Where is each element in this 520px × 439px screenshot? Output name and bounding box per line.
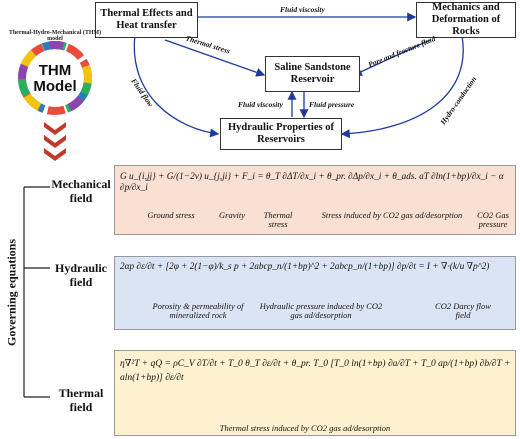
governing-equations-label: Governing equations	[4, 239, 19, 347]
hydraulic-equation: 2αp ∂ε/∂t + [2φ + 2(1−φ)/k_s p + 2abcp_n…	[120, 262, 490, 272]
thm-title-line1: THM	[38, 62, 72, 79]
mech-caption-thermal: Thermal stress	[263, 210, 293, 230]
label-fluid-viscosity: Fluid viscosity	[238, 100, 283, 109]
thermal-effects-box: Thermal Effects and Heat transfer	[95, 2, 198, 38]
mech-caption-gravity: Gravity	[219, 210, 245, 220]
mechanical-panel	[114, 165, 516, 235]
hyd-caption-pressure: Hydraulic pressure induced by CO2 gas ad…	[259, 301, 383, 321]
thermal-equation: η∇²T + qQ = ρC_V ∂T/∂t + T_0 θ_T ∂ε/∂t +…	[120, 359, 511, 384]
mechanical-equation: G u_{i,jj} + G/(1−2v) u_{j,ji} + F_i = θ…	[120, 172, 504, 194]
hydraulic-field-label: Hydraulic field	[54, 261, 107, 289]
mech-caption-ad-desorption: Stress induced by CO2 gas ad/desorption	[321, 210, 463, 220]
hyd-caption-darcy: CO2 Darcy flow field	[435, 301, 491, 321]
hydraulic-properties-box: Hydraulic Properties of Reservoirs	[220, 118, 342, 150]
arrow-thermal-stress	[164, 39, 266, 77]
mechanical-field-label: Mechanical field	[51, 177, 111, 205]
hyd-caption-porosity: Porosity & permeability of mineralized r…	[152, 301, 244, 321]
mech-caption-co2: CO2 Gas pressure	[477, 210, 509, 230]
arrows	[133, 12, 464, 139]
therm-caption: Thermal stress induced by CO2 gas ad/des…	[219, 423, 391, 433]
reservoir-box: Saline Sandstone Reservoir	[265, 56, 360, 92]
label-fluid-viscosity-top: Fluid viscosity	[280, 5, 325, 14]
arrow-fluid-flow	[133, 34, 220, 138]
thm-title-line2: Model	[33, 77, 77, 95]
thm-title: THM Model	[27, 63, 83, 95]
arrow-pore-fracture	[352, 39, 431, 76]
hydraulic-panel	[114, 256, 516, 330]
thm-ring	[18, 41, 92, 115]
chevrons	[44, 122, 66, 161]
mech-caption-ground: Ground stress	[147, 210, 195, 220]
arrow-hydro-conduction	[340, 35, 464, 139]
mechanics-box: Mechanics and Deformation of Rocks	[416, 2, 516, 38]
thermal-field-label: Thermal field	[58, 386, 104, 414]
label-fluid-pressure: Fluid pressure	[309, 100, 355, 109]
thermal-panel	[114, 350, 516, 436]
thm-ring-text: Thermal-Hydro-Mechanical (THM) model	[8, 30, 102, 42]
governing-bracket	[23, 186, 50, 398]
